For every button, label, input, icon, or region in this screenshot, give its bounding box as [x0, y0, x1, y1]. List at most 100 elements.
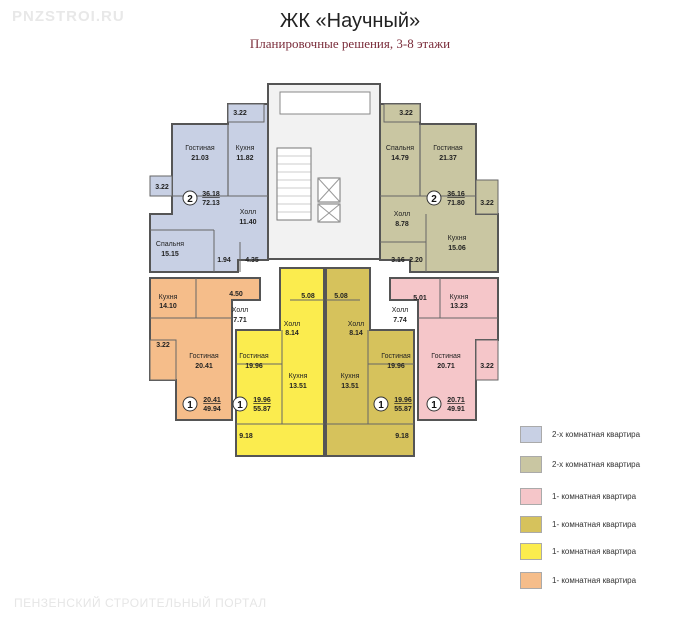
balcony-area: 3.22 [480, 363, 494, 370]
bath-area: 3.16 [391, 257, 405, 264]
apartment-number-badge [182, 396, 198, 412]
apartment-rooms-count: 2 [431, 194, 437, 205]
room-area: 7.71 [233, 317, 247, 324]
room-area: 11.40 [239, 219, 256, 226]
room-name: Гостиная [185, 145, 215, 152]
room-area: 8.14 [349, 330, 363, 337]
room-area: 14.79 [391, 155, 409, 162]
core-corridor [279, 91, 371, 115]
stair-steps [277, 155, 311, 213]
total-area: 49.94 [203, 406, 221, 413]
legend-label: 2-х комнатная квартира [552, 459, 641, 469]
room-name: Кухня [159, 294, 178, 301]
total-area: 55.87 [394, 406, 412, 413]
total-area: 72.13 [202, 200, 220, 207]
balcony-area: 3.22 [155, 184, 169, 191]
legend-swatch [520, 455, 542, 473]
legend-swatch [520, 425, 542, 443]
room-area: 14.10 [159, 303, 177, 310]
room-area: 21.03 [191, 155, 209, 162]
legend-label: 1- комнатная квартира [552, 575, 637, 585]
living-area: 36.18 [202, 191, 220, 198]
room-area: 19.96 [387, 363, 405, 370]
room-name: Гостиная [381, 353, 411, 360]
legend-item: 1- комнатная квартира [520, 514, 636, 534]
legend-label: 2-х комнатная квартира [552, 429, 641, 439]
legend-swatch [520, 515, 542, 533]
loggia-area: 9.18 [239, 433, 253, 440]
legend-item: 1- комнатная квартира [520, 541, 636, 561]
room-area: 11.82 [236, 155, 253, 162]
legend-swatch [520, 571, 542, 589]
legend-item: 1- комнатная квартира [520, 486, 636, 506]
living-area: 20.71 [447, 397, 465, 404]
apartment-2room-blue [149, 103, 269, 273]
balcony-area: 3.22 [156, 342, 170, 349]
apartment-1room-orange [149, 277, 261, 421]
room-name: Кухня [236, 145, 255, 152]
apartment-2room-olive [379, 103, 499, 273]
balcony-area: 3.22 [233, 110, 247, 117]
apartment-1room-darkyellow [325, 267, 415, 457]
room-area: 13.51 [341, 383, 359, 390]
room-area: 8.14 [285, 330, 299, 337]
legend-item: 2-х комнатная квартира [520, 424, 640, 444]
apartment-number-badge [182, 190, 198, 206]
apartment-1room-yellow [235, 267, 325, 457]
legend-label: 1- комнатная квартира [552, 491, 637, 501]
room-area: 20.41 [195, 363, 213, 370]
legend-label: 1- комнатная квартира [552, 519, 637, 529]
apartment-rooms-count: 1 [378, 400, 384, 411]
apartment-rooms-count: 1 [187, 400, 193, 411]
apartment-number-badge [373, 396, 389, 412]
apartment-rooms-count: 2 [187, 194, 193, 205]
legend-label: 1- комнатная квартира [552, 546, 637, 556]
room-name: Кухня [448, 235, 467, 242]
room-name: Холл [394, 211, 411, 218]
page-title: ЖК «Научный» [279, 10, 421, 32]
total-area: 49.91 [447, 406, 465, 413]
total-area: 55.87 [253, 406, 271, 413]
room-area: 13.51 [289, 383, 307, 390]
watermark-bottom: ПЕНЗЕНСКИЙ СТРОИТЕЛЬНЫЙ ПОРТАЛ [14, 596, 267, 610]
apartment-number-badge [232, 396, 248, 412]
room-area: 13.23 [450, 303, 468, 310]
room-name: Спальня [156, 241, 184, 248]
room-name: Кухня [450, 294, 469, 301]
bath-area: 2.20 [409, 257, 423, 264]
room-name: Спальня [386, 145, 414, 152]
room-area: 15.15 [161, 251, 179, 258]
room-area: 15.06 [448, 245, 466, 252]
room-name: Холл [240, 209, 257, 216]
room-name: Холл [284, 321, 301, 328]
room-name: Холл [348, 321, 365, 328]
bath-area: 4.35 [245, 257, 259, 264]
room-area: 7.74 [393, 317, 407, 324]
apartment-number-badge [426, 396, 442, 412]
balcony-area: 3.22 [480, 200, 494, 207]
legend-swatch [520, 487, 542, 505]
apartment-1room-pink [389, 277, 499, 421]
room-name: Гостиная [433, 145, 463, 152]
watermark-top: PNZSTROI.RU [12, 8, 125, 25]
room-name: Кухня [289, 373, 308, 380]
living-area: 19.96 [394, 397, 412, 404]
room-name: Гостиная [239, 353, 269, 360]
room-area: 20.71 [437, 363, 455, 370]
bath-area: 5.08 [301, 293, 315, 300]
page-subtitle: Планировочные решения, 3-8 этажи [249, 36, 451, 51]
bath-area: 4.50 [229, 291, 243, 298]
apartment-number-badge [426, 190, 442, 206]
loggia-area: 9.18 [395, 433, 409, 440]
total-area: 71.80 [447, 200, 465, 207]
living-area: 19.96 [253, 397, 271, 404]
room-name: Кухня [341, 373, 360, 380]
room-name: Гостиная [189, 353, 219, 360]
bath-area: 5.01 [413, 295, 427, 302]
room-area: 19.96 [245, 363, 263, 370]
room-name: Холл [232, 307, 249, 314]
room-area: 21.37 [439, 155, 457, 162]
balcony-area: 3.22 [399, 110, 413, 117]
living-area: 20.41 [203, 397, 221, 404]
apartment-rooms-count: 1 [431, 400, 437, 411]
